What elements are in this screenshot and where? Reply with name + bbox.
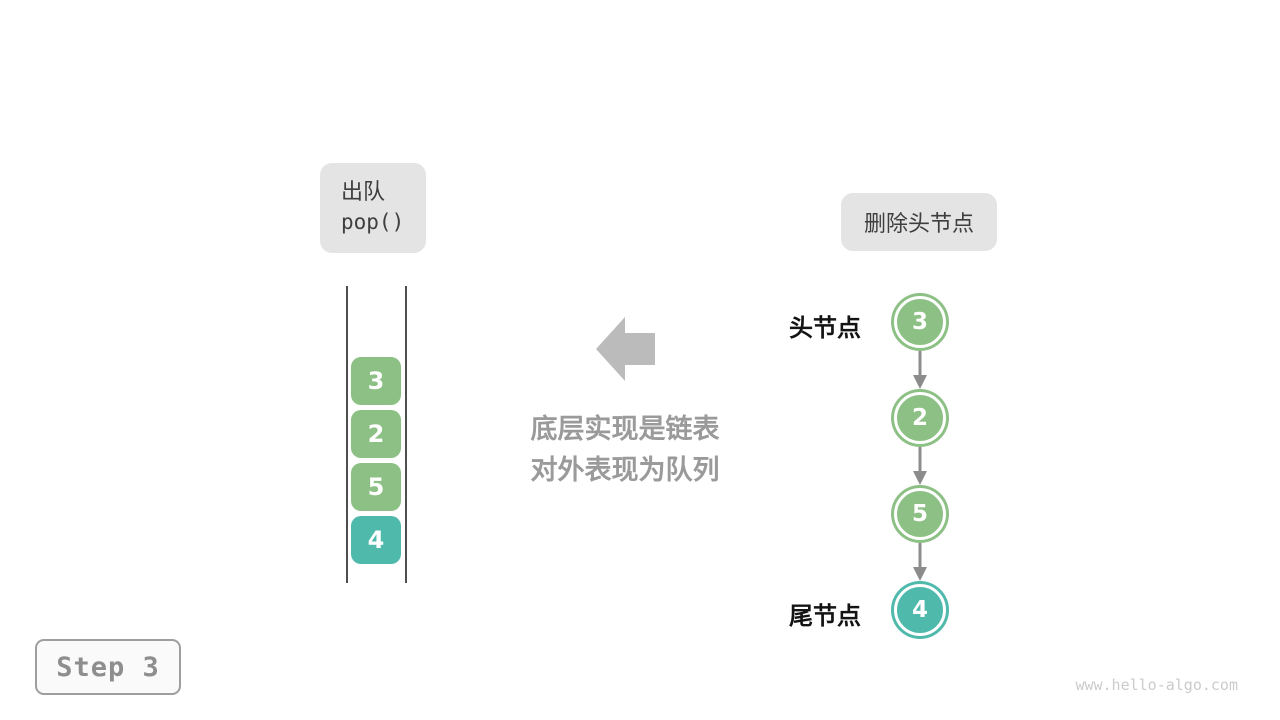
linked-list-node: 5 <box>894 488 946 540</box>
step-badge-text: Step 3 <box>56 651 160 683</box>
queue-item: 3 <box>351 357 401 405</box>
queue-item: 2 <box>351 410 401 458</box>
step-badge: Step 3 <box>35 639 181 695</box>
head-node-label: 头节点 <box>789 315 861 342</box>
down-arrow-icon <box>913 543 927 581</box>
linked-list-node: 3 <box>894 296 946 348</box>
queue-items: 3 2 5 4 <box>351 357 401 564</box>
delete-head-label: 删除头节点 <box>841 193 997 251</box>
left-arrow-icon <box>596 317 655 381</box>
down-arrow-icon <box>913 351 927 389</box>
tail-node-label: 尾节点 <box>789 603 861 630</box>
down-arrow-icon <box>913 447 927 485</box>
linked-list-node: 2 <box>894 392 946 444</box>
caption-line-2: 对外表现为队列 <box>530 455 720 485</box>
queue-item: 4 <box>351 516 401 564</box>
dequeue-operation-label: 出队 pop() <box>320 163 426 253</box>
delete-head-label-text: 删除头节点 <box>863 211 974 236</box>
linked-list-node: 4 <box>894 584 946 636</box>
queue-container <box>346 286 407 583</box>
caption-line-1: 底层实现是链表 <box>530 414 720 444</box>
pop-call-text: pop() <box>341 210 405 234</box>
caption-text: 底层实现是链表 对外表现为队列 <box>485 409 765 491</box>
queue-item: 5 <box>351 463 401 511</box>
dequeue-label-text: 出队 <box>341 179 386 204</box>
watermark-text: www.hello-algo.com <box>1075 676 1238 694</box>
